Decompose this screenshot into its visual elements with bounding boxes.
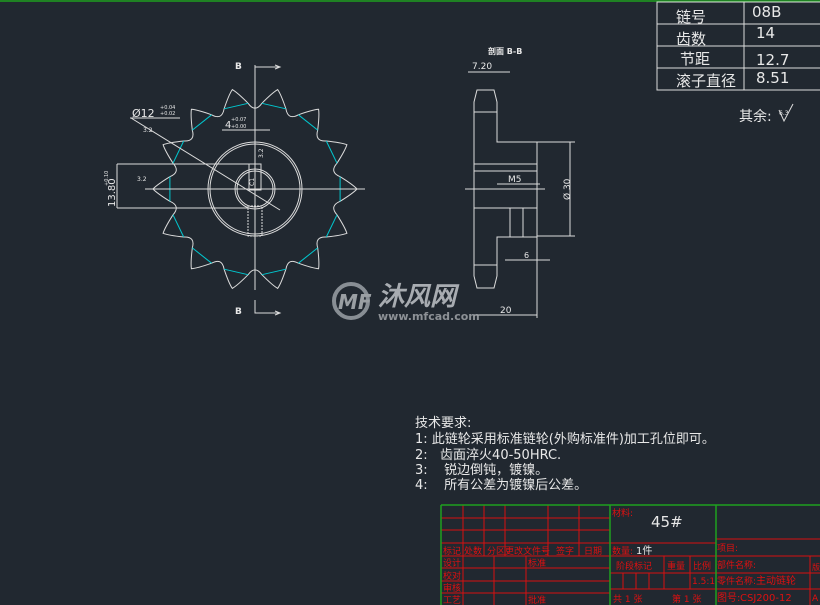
tooth-pitch-line [191, 114, 212, 131]
standardize-label: 标准 [528, 557, 546, 569]
front-view: Ø12 +0.04 +0.02 3.2 4 +0.07 +0.00 3.2 13… [104, 62, 365, 317]
bore-dim: Ø12 [132, 107, 155, 120]
length-dim: 20 [500, 306, 512, 316]
tooth-pitch-line [191, 247, 212, 264]
spec-label: 链号 [676, 8, 706, 26]
assembly-label: 部件名称: [717, 559, 756, 571]
project-label: 项目: [717, 543, 738, 554]
roughness-label: 3.2 [143, 127, 153, 134]
tooth-pitch-line [325, 140, 338, 164]
tech-item: 1: 此链轮采用标准链轮(外购标准件)加工孔位即可。 [415, 431, 715, 447]
width-dim: 7.20 [472, 62, 492, 72]
spec-label: 齿数 [676, 30, 706, 48]
title-block: 材料: 45# 标记 处数 分区 更改文件号 签字 日期 设计 标准 校对 审核… [440, 504, 820, 605]
spec-value: 08B [752, 3, 781, 21]
weight-label: 重量 [667, 560, 685, 572]
process-label: 工艺 [443, 595, 461, 605]
scale-label: 比例 [693, 560, 711, 572]
part-label: 零件名称: [717, 575, 756, 587]
drawing-no-label: 图号: [717, 592, 740, 604]
rev-header: 日期 [584, 546, 602, 557]
tooth-pitch-line [325, 214, 338, 238]
stage-mark-label: 阶段标记 [616, 560, 652, 572]
tooth-pitch-line [172, 140, 185, 164]
bore-tol-lower: +0.02 [160, 111, 175, 117]
rev-header: 签字 [556, 545, 574, 557]
thread-label: M5 [508, 175, 522, 185]
keyway [248, 163, 262, 191]
section-mark-top: B [235, 62, 242, 72]
key-tol-upper: +0.07 [231, 117, 246, 123]
total-sheets: 共 1 张 [613, 594, 642, 605]
set-screw-hole [247, 205, 263, 237]
hub-dia-dim: Ø 30 [562, 178, 573, 200]
material-value: 45# [651, 513, 683, 531]
part-name: 主动链轮 [756, 574, 796, 587]
watermark-url: www.mfcad.com [378, 310, 480, 323]
design-label: 设计 [443, 557, 461, 569]
approve-label: 批准 [528, 594, 546, 605]
spec-label: 滚子直径 [676, 72, 736, 90]
key-tol-lower: +0.00 [231, 124, 246, 130]
watermark-brand: 沐风网 [378, 282, 460, 312]
quantity-label: 数量: [612, 545, 633, 557]
tooth-pitch-line [172, 214, 185, 238]
rev-header: 更改文件号 [505, 545, 550, 557]
roughness-note: 其余: [739, 108, 772, 125]
section-arrow-bottom-icon [254, 300, 282, 316]
version-label: 版本 [812, 562, 820, 572]
key-height-dim: 13.80 [107, 178, 118, 207]
key-height-tol: +0.10 [104, 171, 110, 186]
chamfer-label: C1 [249, 178, 256, 186]
pitch-highlights [169, 102, 341, 276]
rev-header: 处数 [464, 545, 482, 557]
section-arrow-top-icon [254, 64, 282, 80]
tech-requirements: 技术要求: 1: 此链轮采用标准链轮(外购标准件)加工孔位即可。 2: 齿面淬火… [415, 416, 715, 493]
watermark-logo: MF 沐风网 www.mfcad.com [332, 282, 480, 323]
scale-value: 1.5:1 [692, 577, 715, 587]
material-label: 材料: [612, 507, 633, 519]
bore-tol-upper: +0.04 [160, 105, 175, 111]
sheet-number: 第 1 张 [672, 593, 701, 605]
drawing-no: CSJ200-12 [740, 593, 792, 604]
roughness-value: 6.3 [779, 110, 789, 117]
spec-table: 链号 08B 齿数 14 节距 12.7 滚子直径 8.51 [656, 1, 820, 91]
spec-value: 14 [756, 24, 775, 42]
spec-label: 节距 [680, 50, 710, 68]
tooth-pitch-line [223, 102, 249, 110]
roughness-label: 3.2 [258, 148, 265, 158]
thread-pos-dim: 6 [524, 251, 529, 260]
key-width-dim: 4 [225, 120, 231, 131]
tooth-pitch-line [261, 102, 287, 110]
section-title: 剖面 B-B [488, 46, 522, 56]
svg-text:MF: MF [338, 290, 372, 314]
section-mark-bottom: B [235, 307, 242, 317]
review-label: 审核 [443, 582, 461, 594]
tooth-pitch-line [298, 247, 319, 264]
tech-item: 2: 齿面淬火40-50HRC. [415, 448, 561, 463]
tech-title: 技术要求: [415, 416, 471, 431]
section-view: 剖面 B-B 7.20 M5 Ø 30 6 20 [465, 46, 575, 318]
tooth-pitch-line [298, 114, 319, 131]
roughness-label: 3.2 [137, 176, 147, 183]
tech-item: 3: 锐边倒钝，镀镍。 [415, 462, 548, 478]
tech-item: 4: 所有公差为镀镍后公差。 [415, 477, 587, 493]
rev-header: 标记 [443, 545, 461, 557]
quantity-value: 1件 [636, 545, 652, 557]
tooth-pitch-line [223, 268, 249, 276]
version-value: A [812, 594, 819, 604]
tooth-pitch-line [261, 268, 287, 276]
spec-value: 8.51 [756, 69, 789, 87]
rev-header: 分区 [487, 546, 505, 557]
check-label: 校对 [443, 570, 461, 582]
roughness-symbol-icon [778, 103, 794, 123]
spec-value: 12.7 [756, 51, 789, 69]
